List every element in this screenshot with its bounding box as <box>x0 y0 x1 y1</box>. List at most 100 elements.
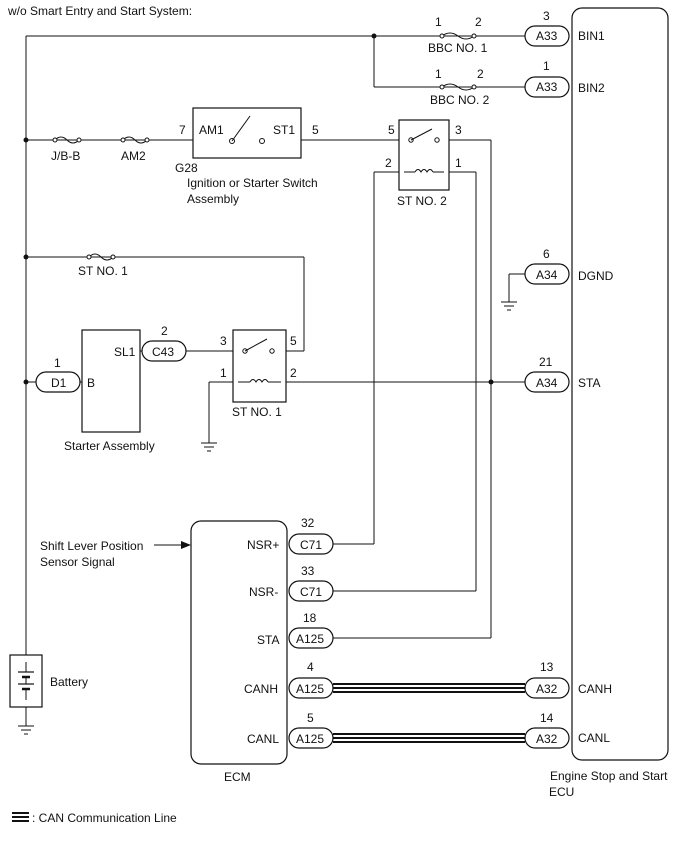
connector-a125-1-pin: 18 <box>303 611 317 625</box>
st2-term-1: 1 <box>455 156 462 170</box>
ignition-switch-box <box>192 107 302 159</box>
pin-sta: STA <box>578 376 600 390</box>
arrow-right-icon <box>181 541 191 549</box>
relay-st1-box <box>232 329 287 403</box>
connector-a32-1-code: A32 <box>536 682 558 696</box>
connector-c43-code: C43 <box>152 345 174 359</box>
fuse-bbc2-icon <box>441 83 475 91</box>
shift-sensor-label-2: Sensor Signal <box>40 555 115 569</box>
connector-c71-2-pin: 33 <box>301 564 315 578</box>
ground-icon <box>201 442 217 452</box>
pin-ecm-sta: STA <box>257 633 279 647</box>
connector-c71-1-pin: 32 <box>301 516 315 530</box>
connector-a125-3-pin: 5 <box>307 711 314 725</box>
pin-dgnd: DGND <box>578 269 614 283</box>
ignition-switch-code: G28 <box>175 161 198 175</box>
connector-a33-2 <box>524 76 570 98</box>
pin-nsr-plus: NSR+ <box>247 538 279 552</box>
connector-a33-2-code: A33 <box>536 80 558 94</box>
relay-st1-label: ST NO. 1 <box>232 405 282 419</box>
pin-st1: ST1 <box>273 123 295 137</box>
relay-st2-contact <box>410 128 433 141</box>
connector-a33-1-code: A33 <box>536 29 558 43</box>
ground-icon <box>18 725 34 735</box>
fuse-am2-label: AM2 <box>121 149 146 163</box>
st1-term-1: 1 <box>220 366 227 380</box>
st2-term-2: 2 <box>385 156 392 170</box>
relay-st2-label: ST NO. 2 <box>397 194 447 208</box>
connector-a32-1-pin: 13 <box>540 660 554 674</box>
ground-icon <box>501 301 517 311</box>
connector-c71-2-code: C71 <box>300 585 322 599</box>
connector-a34-1-code: A34 <box>536 268 558 282</box>
bbc1-term-b: 2 <box>475 15 482 29</box>
can-line-legend-icon <box>12 812 29 822</box>
ecm-label: ECM <box>224 770 251 784</box>
engine-ecu-label-2: ECU <box>549 785 574 799</box>
connector-a32-2 <box>524 727 570 749</box>
st2-term-5: 5 <box>388 123 395 137</box>
connector-a32-1 <box>524 677 570 699</box>
pin-b: B <box>87 376 95 390</box>
connector-c71-1-code: C71 <box>300 538 322 552</box>
relay-st2-coil <box>414 169 434 173</box>
connector-a33-1-pin: 3 <box>543 9 550 23</box>
shift-sensor-label: Shift Lever Position <box>40 539 143 553</box>
starter-assembly-box <box>81 329 141 433</box>
connector-d1-code: D1 <box>51 376 67 390</box>
connector-a33-1 <box>524 25 570 47</box>
connector-a34-1-pin: 6 <box>543 247 550 261</box>
fuse-bbc1-label: BBC NO. 1 <box>428 41 488 55</box>
pin-st1-num: 5 <box>312 123 319 137</box>
fuse-bbc2-label: BBC NO. 2 <box>430 93 490 107</box>
ignition-switch-name: Ignition or Starter Switch <box>187 176 318 190</box>
relay-st1-contact <box>244 338 268 352</box>
fuse-st1-label: ST NO. 1 <box>78 264 128 278</box>
relay-st1-coil <box>249 379 269 383</box>
ecm-box <box>190 520 288 765</box>
connector-a33-2-pin: 1 <box>543 59 550 73</box>
connector-a125-3-code: A125 <box>296 732 324 746</box>
fuse-bbc1-icon <box>441 32 475 40</box>
st1-term-5: 5 <box>290 334 297 348</box>
pin-nsr-minus: NSR- <box>249 585 278 599</box>
diagram-title: w/o Smart Entry and Start System: <box>7 4 192 18</box>
bbc2-term-a: 1 <box>435 67 442 81</box>
pin-sl1: SL1 <box>114 345 136 359</box>
fuse-jbb-label: J/B-B <box>51 149 80 163</box>
pin-ecm-canl: CANL <box>247 732 279 746</box>
connector-a34-2 <box>524 371 570 393</box>
connector-a125-2-pin: 4 <box>307 660 314 674</box>
connector-c43-pin: 2 <box>161 324 168 338</box>
fuse-st1-icon <box>88 253 114 261</box>
connector-a34-2-pin: 21 <box>539 355 553 369</box>
battery-label: Battery <box>50 675 88 689</box>
pin-canh: CANH <box>578 682 612 696</box>
pin-am1-num: 7 <box>179 123 186 137</box>
connector-a32-2-code: A32 <box>536 732 558 746</box>
ignition-switch-contact <box>231 115 251 142</box>
engine-ecu-label: Engine Stop and Start <box>550 769 668 783</box>
relay-st2-box <box>398 119 450 191</box>
legend-text: : CAN Communication Line <box>32 811 177 825</box>
st1-term-3: 3 <box>220 334 227 348</box>
can-h-line <box>333 683 525 693</box>
connector-a125-1-code: A125 <box>296 632 324 646</box>
starter-label: Starter Assembly <box>64 439 155 453</box>
st2-term-3: 3 <box>455 123 462 137</box>
ignition-switch-name-2: Assembly <box>187 192 239 206</box>
pin-ecm-canh: CANH <box>244 682 278 696</box>
bbc1-term-a: 1 <box>435 15 442 29</box>
can-l-line <box>333 733 525 743</box>
connector-d1-pin: 1 <box>54 356 61 370</box>
engine-stop-start-ecu-box <box>571 7 669 761</box>
pin-canl: CANL <box>578 731 610 745</box>
connector-a32-2-pin: 14 <box>540 711 554 725</box>
fuse-jbb-icon <box>54 136 80 144</box>
pin-am1: AM1 <box>199 123 224 137</box>
bbc2-term-b: 2 <box>477 67 484 81</box>
fuse-am2-icon <box>122 136 148 144</box>
pin-bin2: BIN2 <box>578 81 605 95</box>
